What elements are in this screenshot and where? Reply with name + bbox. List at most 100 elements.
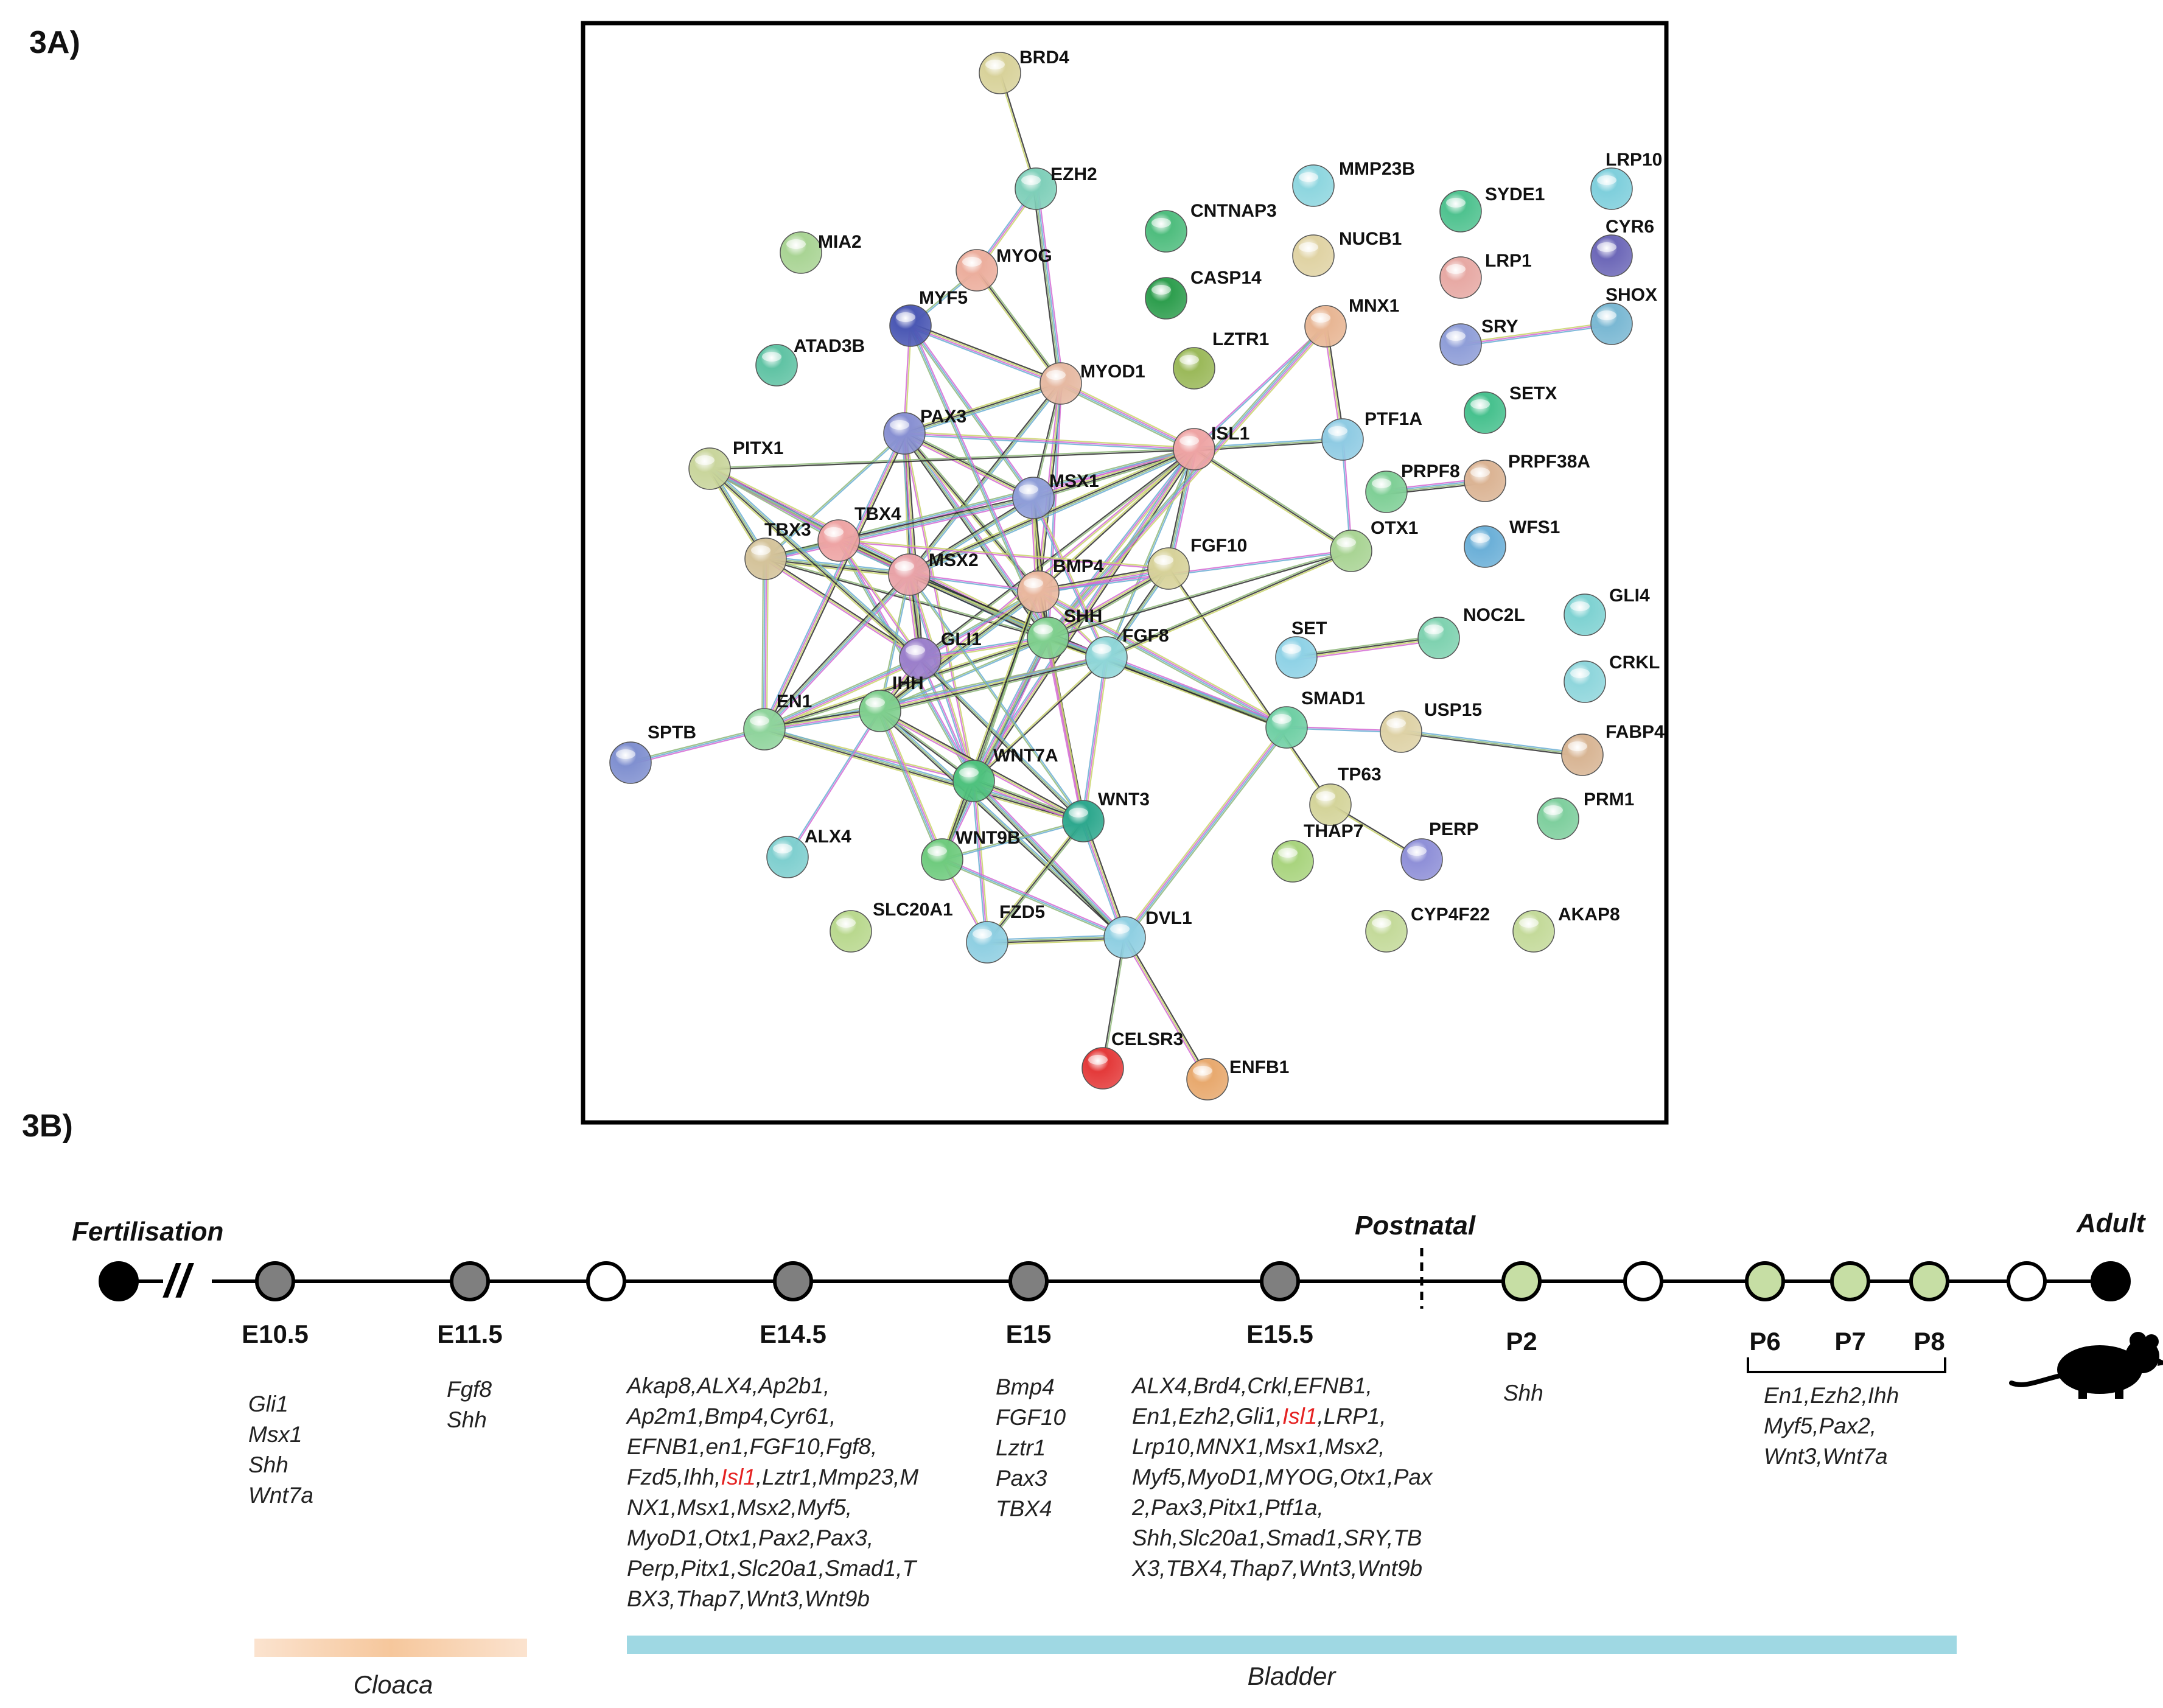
edge-line bbox=[942, 819, 1083, 859]
edge-line bbox=[1036, 593, 1286, 730]
edge-line bbox=[766, 556, 910, 573]
node-shine bbox=[750, 716, 769, 726]
node-label: OTX1 bbox=[1371, 518, 1418, 538]
edge-line bbox=[766, 557, 1049, 638]
edge-line bbox=[903, 380, 1061, 432]
edge-line bbox=[920, 637, 1049, 660]
edge-msx1-fgf8 bbox=[1031, 497, 1109, 659]
edge-pax3-msx1 bbox=[903, 430, 1035, 501]
node-pax3: PAX3 bbox=[883, 407, 966, 455]
node-noc2l: NOC2L bbox=[1417, 605, 1525, 659]
edge-line bbox=[1031, 498, 1106, 659]
gene-text: Shh bbox=[248, 1452, 288, 1477]
gene-text: Gli1 bbox=[248, 1391, 288, 1416]
node-tbx4: TBX4 bbox=[817, 504, 901, 562]
edge-line bbox=[971, 782, 1123, 940]
edge-line bbox=[765, 660, 922, 732]
edge-en1-wnt3 bbox=[763, 726, 1085, 824]
open-point-2 bbox=[1623, 1261, 1663, 1301]
edge-line bbox=[1401, 729, 1583, 754]
gene-text: EFNB1,en1,FGF10,Fgf8, bbox=[627, 1434, 878, 1459]
gene-text: Bmp4 bbox=[996, 1374, 1055, 1399]
node-shine bbox=[1597, 310, 1616, 320]
edge-isl1-otx1 bbox=[1192, 447, 1353, 553]
edge-line bbox=[764, 726, 1085, 820]
edge-line bbox=[1460, 323, 1612, 346]
node-myf5: MYF5 bbox=[889, 288, 968, 347]
edge-msx1-msx2 bbox=[908, 495, 1035, 577]
edge-tbx3-en1 bbox=[761, 558, 769, 730]
node-label: SRY bbox=[1481, 317, 1518, 337]
cloaca-bar bbox=[254, 1639, 527, 1657]
node-atad3b: ATAD3B bbox=[755, 336, 865, 387]
node-label: WNT9B bbox=[956, 828, 1021, 848]
node-perp: PERP bbox=[1400, 819, 1479, 881]
edge-line bbox=[708, 469, 920, 660]
edge-line bbox=[1169, 567, 1332, 805]
node-label: WNT3 bbox=[1098, 789, 1150, 810]
e15-5-point bbox=[1260, 1261, 1300, 1301]
node-fgf8: FGF8 bbox=[1085, 626, 1169, 679]
edge-line bbox=[1192, 450, 1351, 553]
gene-text: Pax3 bbox=[996, 1466, 1047, 1491]
edge-line bbox=[919, 589, 1038, 658]
edge-line bbox=[918, 659, 1083, 823]
node-crkl: CRKL bbox=[1564, 653, 1660, 703]
node-label: AKAP8 bbox=[1558, 905, 1620, 925]
edge-line bbox=[766, 559, 769, 730]
edge-msx2-en1 bbox=[762, 572, 912, 732]
edge-line bbox=[973, 781, 1125, 939]
node-label: CYP4F22 bbox=[1411, 905, 1490, 925]
node-label: MNX1 bbox=[1349, 296, 1399, 316]
edge-line bbox=[1037, 188, 1064, 383]
node-label: THAP7 bbox=[1304, 821, 1363, 841]
edge-line bbox=[908, 495, 1033, 574]
edge-line bbox=[971, 781, 987, 943]
node-shine bbox=[824, 527, 844, 537]
edge-line bbox=[764, 657, 920, 729]
gene-text: Shh bbox=[1503, 1381, 1543, 1405]
node-label: TP63 bbox=[1338, 765, 1382, 785]
gene-text: FGF10 bbox=[996, 1405, 1066, 1430]
edge-line bbox=[839, 539, 1169, 569]
edge-line bbox=[942, 857, 1126, 937]
node-label: CNTNAP3 bbox=[1190, 201, 1277, 221]
edge-line bbox=[1106, 449, 1196, 658]
node-slc20a1: SLC20A1 bbox=[830, 900, 953, 953]
edge-line bbox=[1296, 636, 1439, 657]
edge-line bbox=[987, 821, 1084, 943]
node-lrp1: LRP1 bbox=[1439, 251, 1532, 299]
gene-text: TBX4 bbox=[996, 1496, 1052, 1521]
node-label: CRKL bbox=[1609, 653, 1660, 673]
node-shine bbox=[896, 312, 915, 322]
edge-line bbox=[878, 574, 909, 711]
node-shine bbox=[1372, 478, 1391, 488]
node-cntnap3: CNTNAP3 bbox=[1145, 201, 1277, 253]
edge-line bbox=[837, 541, 920, 660]
edge-sry-shox bbox=[1460, 321, 1612, 347]
edge-line bbox=[1106, 551, 1352, 660]
edge-line bbox=[909, 383, 1061, 575]
fertilisation-point bbox=[99, 1261, 139, 1301]
node-gli1: GLI1 bbox=[899, 629, 982, 680]
edge-line bbox=[909, 327, 1060, 387]
edge-line bbox=[764, 729, 1083, 823]
node-brd4: BRD4 bbox=[979, 47, 1069, 94]
panel-label-a: 3A) bbox=[29, 25, 80, 60]
edge-line bbox=[1122, 937, 1207, 1080]
edge-ezh2-myod1 bbox=[1033, 188, 1064, 384]
node-setx: SETX bbox=[1464, 383, 1557, 434]
edge-wnt3-wnt9b bbox=[942, 819, 1084, 861]
edge-line bbox=[1032, 497, 1108, 658]
edge-line bbox=[1046, 565, 1168, 637]
gene-text: Shh,Slc20a1,Smad1,SRY,TB bbox=[1132, 1525, 1422, 1550]
edge-line bbox=[1060, 383, 1194, 451]
edge-line bbox=[766, 575, 912, 732]
fertilisation-label: Fertilisation bbox=[72, 1217, 223, 1247]
edge-line bbox=[942, 858, 1125, 939]
edge-line bbox=[1124, 937, 1208, 1080]
gene-text: X3,TBX4,Thap7,Wnt3,Wnt9b bbox=[1132, 1556, 1423, 1581]
node-label: PRM1 bbox=[1584, 789, 1634, 810]
edge-line bbox=[987, 937, 1125, 944]
